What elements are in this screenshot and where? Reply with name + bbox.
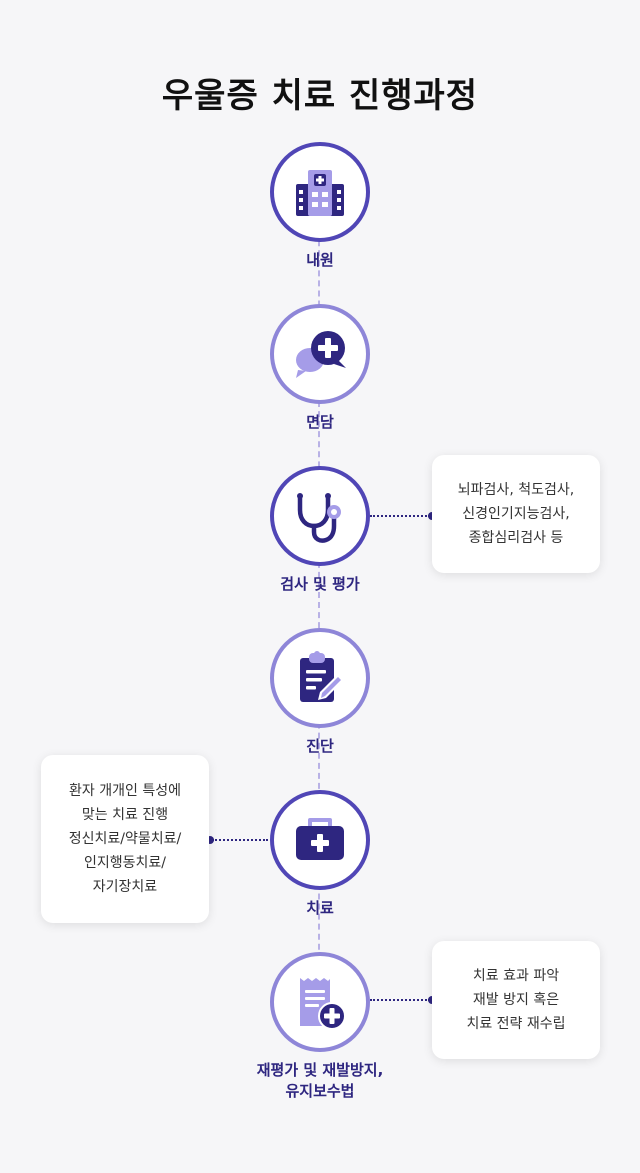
clipboard-pen-icon xyxy=(300,651,344,702)
step-exam-label: 검사 및 평가 xyxy=(280,575,360,593)
step-visit-label: 내원 xyxy=(306,251,334,269)
step-consult-label: 면담 xyxy=(306,413,334,431)
step-treatment-label: 치료 xyxy=(306,899,334,917)
step-reevaluation-label: 재평가 및 재발방지, 유지보수법 xyxy=(256,1061,384,1100)
treatment-connector xyxy=(212,839,268,841)
stethoscope-icon xyxy=(297,493,341,543)
step-diagnosis-circle xyxy=(270,628,370,728)
receipt-plus-icon xyxy=(300,978,346,1030)
step-diagnosis-label: 진단 xyxy=(306,737,334,755)
step-exam-circle xyxy=(270,466,370,566)
timeline-line xyxy=(318,200,320,1000)
step-consult-circle xyxy=(270,304,370,404)
hospital-icon xyxy=(296,170,344,216)
exam-note-card: 뇌파검사, 척도검사, 신경인기지능검사, 종합심리검사 등 xyxy=(432,455,600,573)
reeval-connector xyxy=(370,999,430,1001)
page-title: 우울증 치료 진행과정 xyxy=(161,76,479,116)
step-treatment-circle xyxy=(270,790,370,890)
treatment-connector-dot xyxy=(206,836,214,844)
exam-connector xyxy=(370,515,430,517)
treatment-note-card: 환자 개개인 특성에 맞는 치료 진행 정신치료/약물치료/ 인지행동치료/ 자… xyxy=(41,755,209,923)
step-visit-circle xyxy=(270,142,370,242)
consultation-chat-icon xyxy=(296,331,346,378)
step-reevaluation-circle xyxy=(270,952,370,1052)
medical-kit-icon xyxy=(296,818,344,860)
reeval-note-card: 치료 효과 파악 재발 방지 혹은 치료 전략 재수립 xyxy=(432,941,600,1059)
